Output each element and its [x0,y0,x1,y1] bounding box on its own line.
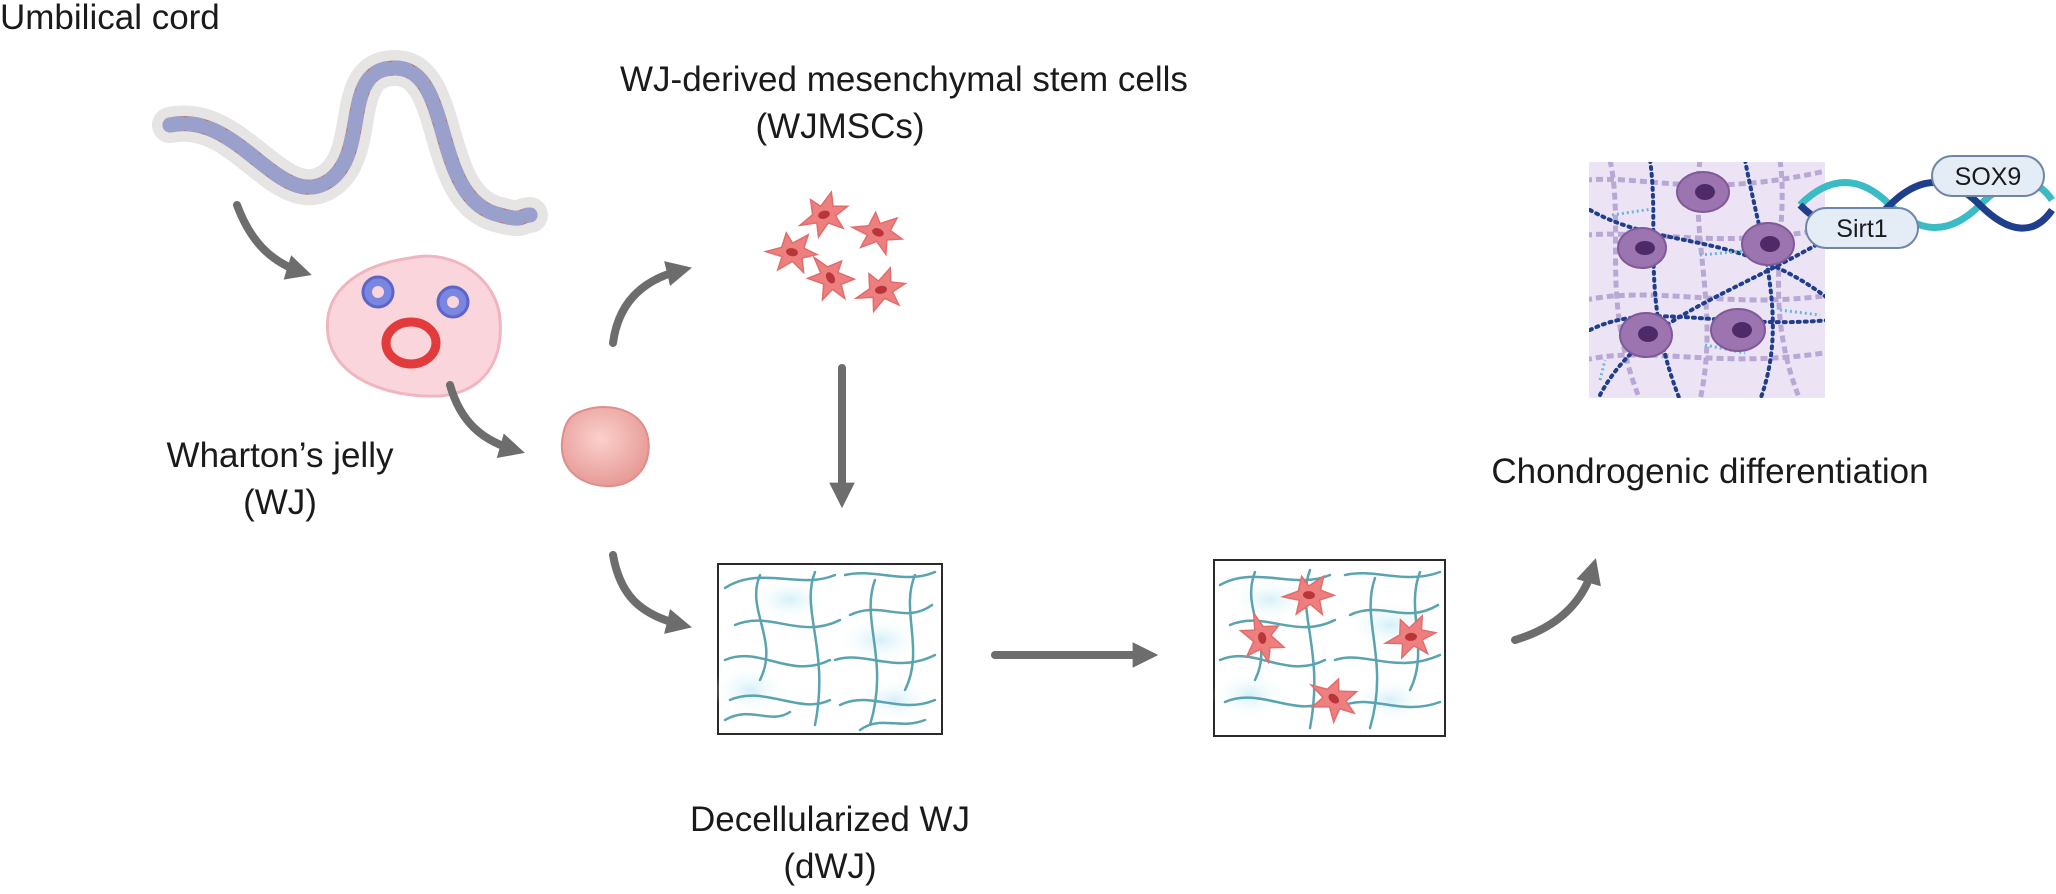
label-wharton-jelly-title: Wharton’s jelly [166,436,394,475]
arrow-tissue-to-scaffold [609,551,692,634]
label-wharton-jelly: Wharton’s jelly (WJ) [130,432,430,527]
label-wharton-jelly-abbr: (WJ) [243,483,317,523]
label-decellularized-wj: Decellularized WJ (dWJ) [660,796,1000,891]
gene-tag-sirt1: Sirt1 [1805,207,1919,249]
label-wjmsc-abbr: (WJMSCs) [755,107,925,147]
wharton-jelly-icon [325,254,502,398]
label-umbilical-cord-text: Umbilical cord [0,0,220,37]
label-umbilical-cord: Umbilical cord [0,0,320,41]
label-decellularized-abbr: (dWJ) [783,847,877,887]
arrow-jelly-to-tissue [446,381,525,459]
gene-label-sirt1: Sirt1 [1836,215,1887,243]
tissue-piece-icon [560,406,650,488]
seeded-scaffold-icon [1212,559,1446,737]
label-chondrogenic-differentiation: Chondrogenic differentiation [1440,448,1980,495]
cartilage-icon [1589,162,1825,398]
arrow-tissue-to-msc [609,261,692,347]
label-wjmsc: WJ-derived mesenchymal stem cells (WJMSC… [620,56,1188,151]
gene-tag-sox9: SOX9 [1931,155,2045,197]
umbilical-cord-icon [152,49,548,237]
arrow-cord-to-jelly [233,201,312,280]
scaffold-icon [712,563,943,735]
arrow-seeded-to-chondro [1511,558,1601,644]
flow-arrows [233,201,1601,668]
label-chondro-text: Chondrogenic differentiation [1491,452,1929,491]
gene-label-sox9: SOX9 [1955,163,2022,191]
msc-cluster-icon [762,188,910,315]
label-decellularized-title: Decellularized WJ [689,800,971,839]
label-wjmsc-title: WJ-derived mesenchymal stem cells [620,60,1188,99]
